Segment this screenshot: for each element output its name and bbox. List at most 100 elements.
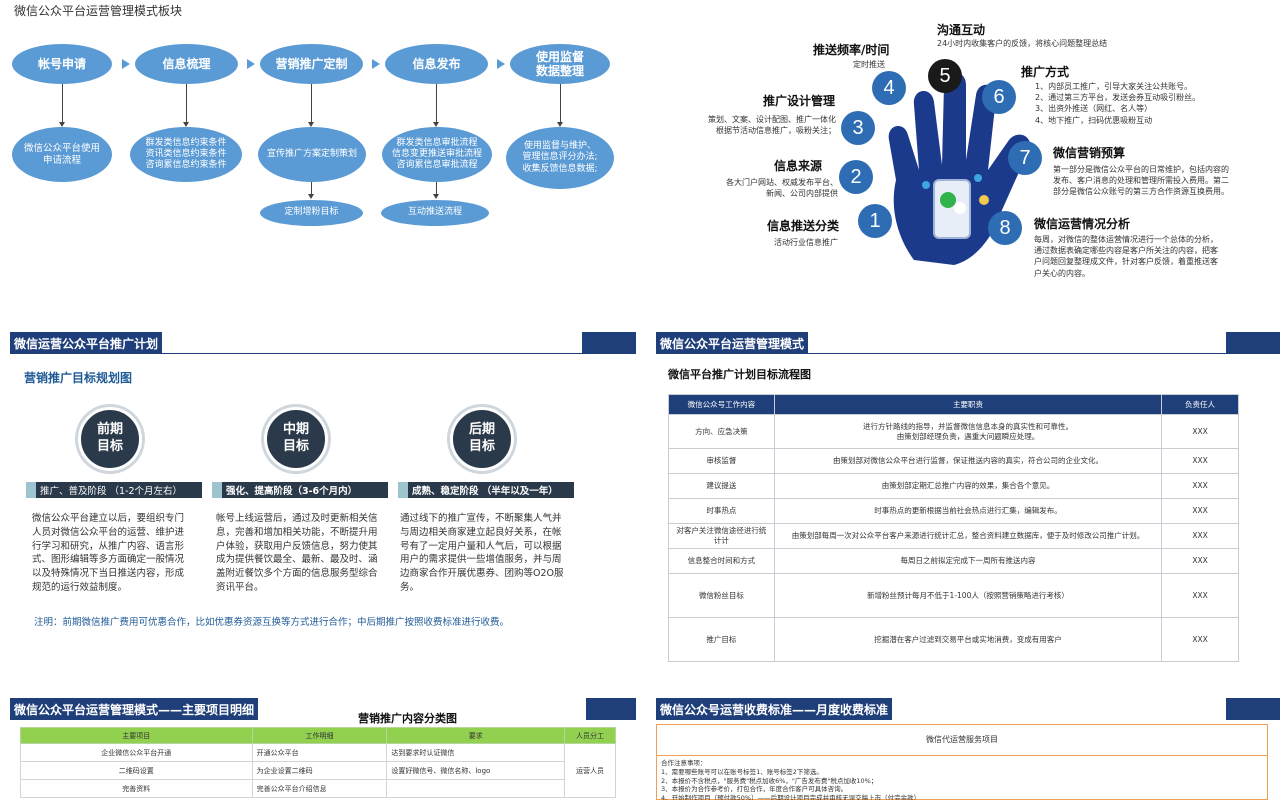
- cell: 二维码设置: [20, 761, 253, 780]
- slide-subtitle: 营销推广目标规划图: [24, 371, 133, 385]
- cell: 信息整合时间和方式: [668, 548, 775, 574]
- col-header: 主要职责: [773, 394, 1163, 415]
- cell: 进行方针路线的指导，并监督微信信息本身的真实性和可靠性。 由策划部经理负责，遇重…: [773, 414, 1163, 449]
- table-row: 完善资料完善公众平台介绍信息: [20, 779, 616, 798]
- cell: XXX: [1161, 523, 1239, 549]
- step-promo-custom[interactable]: 营销推广定制: [260, 44, 363, 84]
- fee-box-title: 微信代运营服务项目: [926, 735, 998, 744]
- section-header: 微信公众平台运营管理模式——主要项目明细: [10, 698, 636, 720]
- cell: 企业微信公众平台开通: [20, 743, 253, 762]
- item-title-6: 推广方式: [1021, 65, 1070, 79]
- table-header-row: 主要项目 工作明细 要求 人员分工: [20, 727, 616, 744]
- step-number-3: 3: [841, 111, 875, 145]
- divider: [10, 353, 582, 354]
- arrow-down-icon: [308, 194, 314, 199]
- item-title-1: 信息推送分类: [767, 219, 840, 233]
- cell: 由策划部每周一次对公众平台客户来源进行统计汇总，整合资料建立数据库，便于及时修改…: [773, 523, 1163, 549]
- phase-circle-early: 前期 目标: [78, 407, 142, 471]
- detail-constraints: 群发类信息约束条件 资讯类信息约束条件 咨询累信息约束条件: [130, 127, 242, 182]
- cell: XXX: [1161, 414, 1239, 449]
- item-text-6: 1、内部员工推广，引导大家关注公共账号。 2、通过第三方平台，发送会券互动吸引粉…: [1035, 82, 1201, 125]
- section-header-label: 微信运营公众平台推广计划: [10, 332, 163, 354]
- step-number-6: 6: [982, 80, 1016, 114]
- item-title-8: 微信运营情况分析: [1034, 217, 1131, 231]
- connector-line: [311, 84, 312, 124]
- cell: 时事热点: [668, 498, 775, 524]
- arrow-right-icon: [122, 59, 130, 69]
- step-info-publish[interactable]: 信息发布: [385, 44, 488, 84]
- cell: 设置好微信号、微信名称、logo: [386, 761, 566, 780]
- item-text-2: 各大门户网站、权威发布平台、 新闻、公司内部提供: [726, 178, 838, 199]
- cell: XXX: [1161, 573, 1239, 618]
- staff-cell: 运营人员: [564, 743, 616, 798]
- cell: 方向、应急决策: [668, 414, 775, 449]
- cell: XXX: [1161, 448, 1239, 474]
- phase-bar-mid: 强化、提高阶段（3-6个月内）: [212, 482, 388, 498]
- slide-subtitle: 微信平台推广计划目标流程图: [668, 368, 811, 381]
- table-row: 时事热点时事热点的更新根据当前社会热点进行汇集，编辑发布。XXX: [668, 498, 1239, 524]
- step-number-8: 8: [988, 211, 1022, 245]
- phase-text-mid: 帐号上线运营后，通过及时更新相关信息，完善和增加相关功能，不断提升用户体验，获取…: [216, 513, 378, 593]
- table-row: 微信粉丝目标新增粉丝预计每月不低于1-100人（按照营销策略进行考核）XXX: [668, 573, 1239, 618]
- table-row: 二维码设置为企业设置二维码设置好微信号、微信名称、logo: [20, 761, 616, 780]
- table-header-row: 微信公众号工作内容 主要职责 负责任人: [668, 394, 1239, 415]
- footnote: 注明：前期微信推广费用可优惠合作，比如优惠券资源互换等方式进行合作；中后期推广按…: [34, 617, 510, 628]
- phase-bar-early: 推广、普及阶段 （1-2个月左右）: [26, 482, 202, 498]
- section-header: 微信公众号运营收费标准——月度收费标准: [656, 698, 1280, 720]
- step-number-1: 1: [858, 204, 892, 238]
- item-text-4: 定时推送: [853, 60, 885, 69]
- section-header: 微信运营公众平台推广计划: [10, 332, 636, 354]
- arrow-down-icon: [433, 194, 439, 199]
- item-title-7: 微信营销预算: [1053, 146, 1126, 160]
- connector-line: [311, 182, 312, 196]
- project-table: 主要项目 工作明细 要求 人员分工 企业微信公众平台开通开通公众平台达到要求时认…: [20, 727, 616, 798]
- bar-accent: [26, 482, 36, 498]
- item-title-2: 信息来源: [774, 159, 823, 173]
- slide-fee-standard: 微信公众号运营收费标准——月度收费标准 微信代运营服务项目 合作注意事项： 1、…: [644, 696, 1280, 800]
- phase-circle-mid: 中期 目标: [264, 407, 328, 471]
- connector-line: [560, 84, 561, 124]
- bar-accent: [212, 482, 222, 498]
- slide-operation-blocks: 微信公众平台运营管理模式板块 帐号申请 信息梳理 营销推广定制 信息发布 使用监…: [0, 0, 636, 318]
- col-header: 人员分工: [564, 727, 616, 744]
- cell: 为企业设置二维码: [251, 761, 388, 780]
- cell: 时事热点的更新根据当前社会热点进行汇集，编辑发布。: [773, 498, 1163, 524]
- detail-approval-flow: 群发类信息审批流程 信息变更推送审批流程 咨询累信息审批流程: [382, 127, 492, 182]
- section-header-accent: [586, 698, 636, 720]
- section-header-label: 微信公众平台运营管理模式——主要项目明细: [10, 698, 259, 720]
- table-row: 对客户关注微信途径进行统计计由策划部每周一次对公众平台客户来源进行统计汇总，整合…: [668, 523, 1239, 549]
- arrow-right-icon: [247, 59, 255, 69]
- col-header: 要求: [386, 727, 566, 744]
- cell: 完善资料: [20, 779, 253, 798]
- section-header-accent: [582, 332, 636, 354]
- arrow-down-icon: [183, 122, 189, 127]
- cell: XXX: [1161, 548, 1239, 574]
- slide-title: 微信公众平台运营管理模式板块: [14, 4, 183, 18]
- cell: 推广目标: [668, 617, 775, 662]
- table-row: 企业微信公众平台开通开通公众平台达到要求时认证微信运营人员: [20, 743, 616, 798]
- cell: 建议提送: [668, 473, 775, 499]
- step-info-sort[interactable]: 信息梳理: [135, 44, 238, 84]
- cell: [386, 779, 566, 798]
- phase-text-early: 微信公众平台建立以后，要组织专门人员对微信公众平台的运营、维护进行学习和研究，从…: [32, 513, 185, 593]
- item-title-3: 推广设计管理: [763, 94, 836, 108]
- step-monitor-data[interactable]: 使用监督 数据整理: [510, 44, 610, 84]
- item-title-5: 沟通互动: [937, 23, 986, 37]
- item-title-4: 推送频率/时间: [813, 43, 890, 57]
- phase-circle-late: 后期 目标: [450, 407, 514, 471]
- section-header-label: 微信公众号运营收费标准——月度收费标准: [656, 698, 893, 720]
- item-text-7: 第一部分是微信公众平台的日常维护，包括内容的 发布、客户消息的处理和管理所需投入…: [1053, 165, 1229, 197]
- section-header-accent: [1226, 698, 1280, 720]
- cell: 新增粉丝预计每月不低于1-100人（按照营销策略进行考核）: [773, 573, 1163, 618]
- connector-line: [186, 84, 187, 124]
- step-account-apply[interactable]: 帐号申请: [12, 44, 112, 84]
- arrow-right-icon: [372, 59, 380, 69]
- step-number-7: 7: [1008, 141, 1042, 175]
- cell: 完善公众平台介绍信息: [251, 779, 388, 798]
- cell: XXX: [1161, 473, 1239, 499]
- connector-line: [436, 182, 437, 196]
- fee-notes: 合作注意事项： 1、需要哪些账号可以在账号标签1、账号标签2下筛选。 2、本报价…: [661, 759, 921, 800]
- slide-promotion-plan: 微信运营公众平台推广计划 营销推广目标规划图 前期 目标 中期 目标 后期 目标…: [0, 328, 636, 690]
